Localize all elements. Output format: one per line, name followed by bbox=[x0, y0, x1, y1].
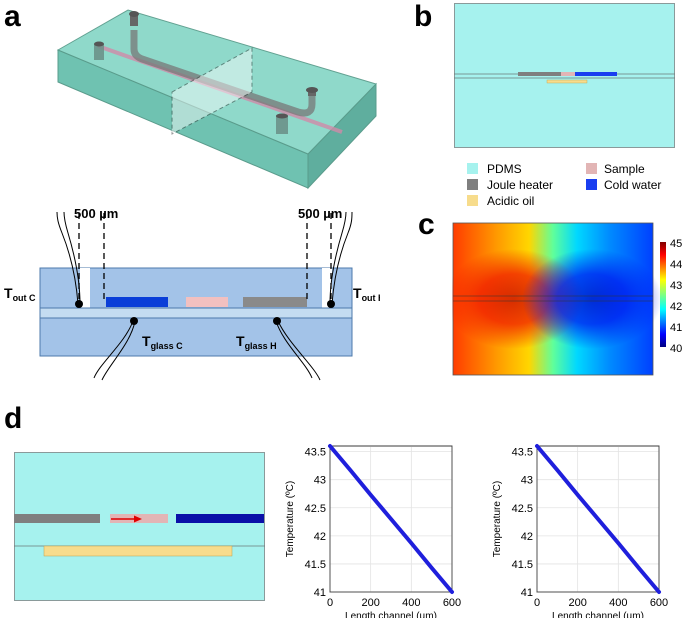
acidic-oil-shape bbox=[546, 79, 588, 84]
x-tick-label: 400 bbox=[402, 597, 420, 609]
plot-frame bbox=[329, 445, 453, 593]
dimension-label-left: 500 µm bbox=[74, 206, 118, 221]
data-point bbox=[616, 541, 620, 545]
data-point bbox=[328, 444, 332, 448]
y-tick-label: 41 bbox=[314, 587, 326, 599]
colorbar-tick: 42 bbox=[670, 301, 682, 313]
y-axis-label: Temperature (ºC) bbox=[492, 481, 503, 557]
t-out-c-label: Tout C bbox=[4, 285, 36, 303]
colorbar-tick: 43 bbox=[670, 280, 682, 292]
y-tick-label: 43.5 bbox=[305, 447, 326, 459]
legend-swatch-acidic-oil bbox=[467, 195, 478, 206]
x-tick-label: 600 bbox=[443, 597, 461, 609]
y-tick-label: 43.5 bbox=[512, 447, 533, 459]
colorbar-tick: 41 bbox=[670, 322, 682, 334]
cold-water-shape bbox=[575, 72, 617, 76]
y-tick-label: 41.5 bbox=[512, 559, 533, 571]
acidic-oil-shape bbox=[43, 545, 233, 557]
sample-shape bbox=[561, 72, 575, 76]
data-point bbox=[535, 444, 539, 448]
panel-label-c: c bbox=[418, 208, 435, 241]
x-tick-label: 200 bbox=[361, 597, 379, 609]
y-tick-label: 42 bbox=[521, 531, 533, 543]
data-point bbox=[348, 468, 352, 472]
panel-label-d: d bbox=[4, 402, 23, 435]
x-tick-label: 400 bbox=[609, 597, 627, 609]
colorbar bbox=[660, 242, 666, 347]
legend-swatch-cold-water bbox=[586, 179, 597, 190]
legend-label-sample: Sample bbox=[604, 162, 645, 176]
data-point bbox=[576, 493, 580, 497]
legend-label-cold-water: Cold water bbox=[604, 178, 662, 192]
data-point bbox=[369, 493, 373, 497]
data-point bbox=[657, 590, 661, 594]
data-point bbox=[637, 566, 641, 570]
y-tick-label: 42.5 bbox=[512, 503, 533, 515]
data-point bbox=[596, 517, 600, 521]
legend-label-joule-heater: Joule heater bbox=[487, 178, 554, 192]
joule-heater-shape bbox=[14, 514, 100, 523]
cold-water-shape bbox=[176, 514, 264, 523]
joule-heater-shape bbox=[518, 72, 561, 76]
legend-swatch-joule-heater bbox=[467, 179, 478, 190]
t-out-h-label: Tout H bbox=[353, 285, 380, 303]
channel-geometry-zoom bbox=[14, 452, 265, 601]
colorbar-tick: 45 bbox=[670, 238, 682, 250]
y-axis-label: Temperature (ºC) bbox=[285, 481, 296, 557]
t-glass-h-label: Tglass H bbox=[236, 333, 277, 351]
x-tick-label: 0 bbox=[327, 597, 333, 609]
cross-section-schematic: 500 µm 500 µm Tout C Tout H Tglass C Tgl… bbox=[4, 206, 380, 381]
colorbar-tick: 40 bbox=[670, 343, 682, 355]
data-point bbox=[430, 566, 434, 570]
chip-3d-illustration bbox=[56, 9, 377, 190]
x-tick-label: 200 bbox=[568, 597, 586, 609]
y-tick-label: 42.5 bbox=[305, 503, 326, 515]
y-tick-label: 43 bbox=[521, 475, 533, 487]
y-tick-label: 42 bbox=[314, 531, 326, 543]
panel-label-b: b bbox=[414, 0, 433, 33]
cold-water-block bbox=[106, 297, 168, 307]
y-tick-label: 41.5 bbox=[305, 559, 326, 571]
x-axis-label: Length channel (µm) bbox=[345, 611, 437, 618]
legend-swatch-pdms bbox=[467, 163, 478, 174]
legend-label-acidic-oil: Acidic oil bbox=[487, 194, 535, 208]
panel-label-a: a bbox=[4, 0, 21, 33]
y-tick-label: 41 bbox=[521, 587, 533, 599]
data-point bbox=[409, 541, 413, 545]
x-axis-label: Length channel (µm) bbox=[552, 611, 644, 618]
data-point bbox=[450, 590, 454, 594]
plot-frame bbox=[536, 445, 660, 593]
x-tick-label: 600 bbox=[650, 597, 668, 609]
dimension-label-right: 500 µm bbox=[298, 206, 342, 221]
flow-arrow-icon bbox=[134, 515, 142, 523]
data-point bbox=[555, 468, 559, 472]
data-point bbox=[389, 517, 393, 521]
geometry-cross-section bbox=[454, 3, 675, 148]
colorbar-tick: 44 bbox=[670, 259, 682, 271]
x-tick-label: 0 bbox=[534, 597, 540, 609]
legend-label-pdms: PDMS bbox=[487, 162, 522, 176]
t-glass-c-label: Tglass C bbox=[142, 333, 183, 351]
joule-heater-block bbox=[243, 297, 307, 307]
sample-block bbox=[186, 297, 228, 307]
legend-swatch-sample bbox=[586, 163, 597, 174]
temperature-heatmap: 45 44 43 42 41 40 bbox=[452, 222, 682, 376]
y-tick-label: 43 bbox=[314, 475, 326, 487]
